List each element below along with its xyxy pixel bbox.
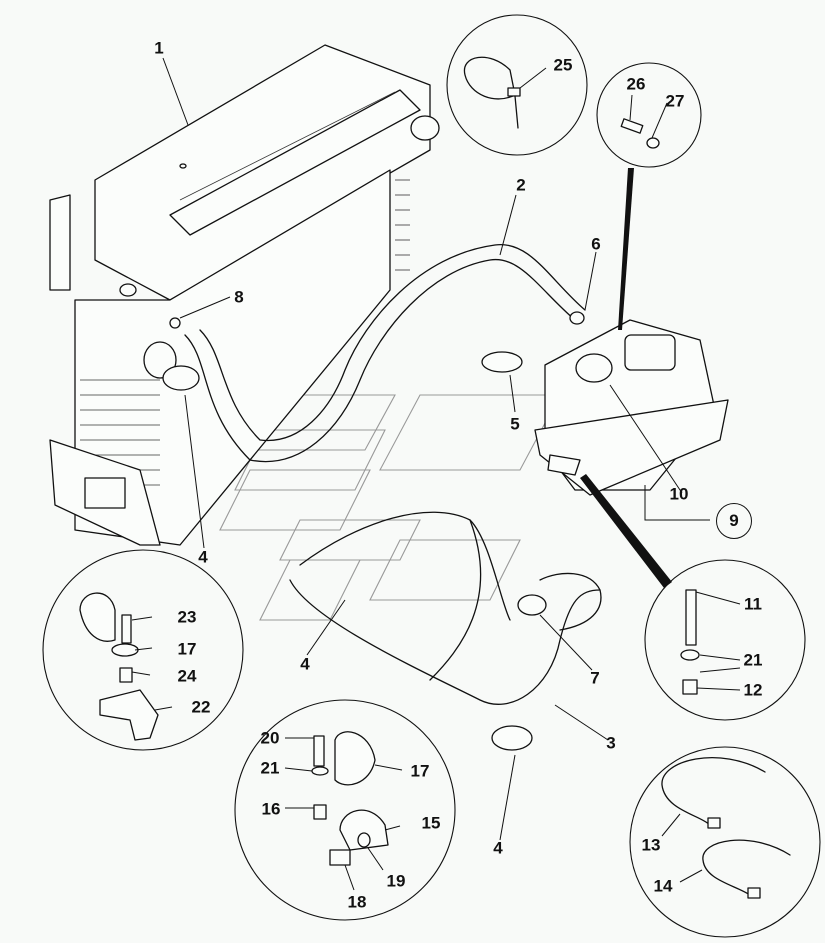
bolt	[620, 118, 644, 134]
callout-24: 24	[177, 666, 197, 686]
spacer	[682, 679, 698, 695]
spacer	[313, 804, 327, 820]
callout-15: 15	[421, 813, 441, 833]
detail-circle-bolt-washer	[596, 62, 702, 168]
washer	[311, 766, 329, 776]
callout-9-assembly-badge: 9	[716, 503, 752, 539]
washer	[680, 649, 700, 661]
p-clamp	[79, 592, 116, 642]
callout-12: 12	[743, 680, 763, 700]
hose-clamp	[481, 351, 523, 373]
hose-clamp	[491, 725, 533, 751]
callout-6: 6	[591, 234, 601, 254]
lower-hose	[289, 511, 602, 705]
detail-pointer	[618, 168, 634, 330]
p-clamp	[334, 731, 376, 786]
callout-13: 13	[641, 835, 661, 855]
callout-26: 26	[626, 74, 646, 94]
bolt	[329, 849, 351, 866]
callout-3: 3	[606, 733, 616, 753]
callout-4-lower: 4	[493, 838, 503, 858]
washer	[357, 832, 371, 848]
leader-lines	[131, 57, 741, 891]
strap	[661, 757, 766, 826]
bolt	[121, 614, 132, 644]
detail-circle-strap	[629, 746, 821, 938]
bracket	[339, 809, 389, 851]
callout-21-center: 21	[260, 758, 280, 778]
washer	[646, 137, 660, 149]
callout-2: 2	[516, 175, 526, 195]
bolt	[685, 589, 697, 646]
callout-19: 19	[386, 871, 406, 891]
callout-18: 18	[347, 892, 367, 912]
hose-clamp	[517, 594, 547, 616]
bracket	[99, 689, 159, 741]
callout-17-left: 17	[177, 639, 197, 659]
callout-8: 8	[234, 287, 244, 307]
strap	[702, 839, 791, 896]
upper-hose	[184, 244, 586, 463]
callout-4-radiator: 4	[198, 547, 208, 567]
callout-4-lower-left: 4	[300, 654, 310, 674]
callout-17-center: 17	[410, 761, 430, 781]
detail-circle-tank-mount	[644, 559, 806, 721]
detail-circle-left	[42, 549, 244, 751]
callout-16: 16	[261, 799, 281, 819]
callout-14: 14	[653, 876, 673, 896]
radiator	[49, 44, 440, 546]
cable-tie	[463, 56, 516, 100]
spacer	[119, 667, 133, 683]
callout-21-tank: 21	[743, 650, 763, 670]
callout-27: 27	[665, 91, 685, 111]
callout-22: 22	[191, 697, 211, 717]
callout-20: 20	[260, 728, 280, 748]
callout-5: 5	[510, 414, 520, 434]
filler-cap	[575, 353, 613, 383]
callout-11: 11	[744, 594, 762, 614]
callout-7: 7	[590, 668, 600, 688]
hose-clamp	[162, 365, 200, 391]
callout-23: 23	[177, 607, 197, 627]
detail-circle-cable-tie	[446, 14, 588, 156]
detail-pointer	[580, 474, 672, 588]
watermark-logo	[219, 394, 561, 621]
bolt	[313, 735, 325, 767]
callout-25: 25	[553, 55, 573, 75]
callout-1: 1	[154, 38, 164, 58]
small-hose-clip	[169, 317, 181, 329]
detail-circle-center	[234, 699, 456, 921]
expansion-tank	[534, 319, 729, 496]
callout-10: 10	[669, 484, 689, 504]
small-hose-clip	[569, 311, 585, 325]
